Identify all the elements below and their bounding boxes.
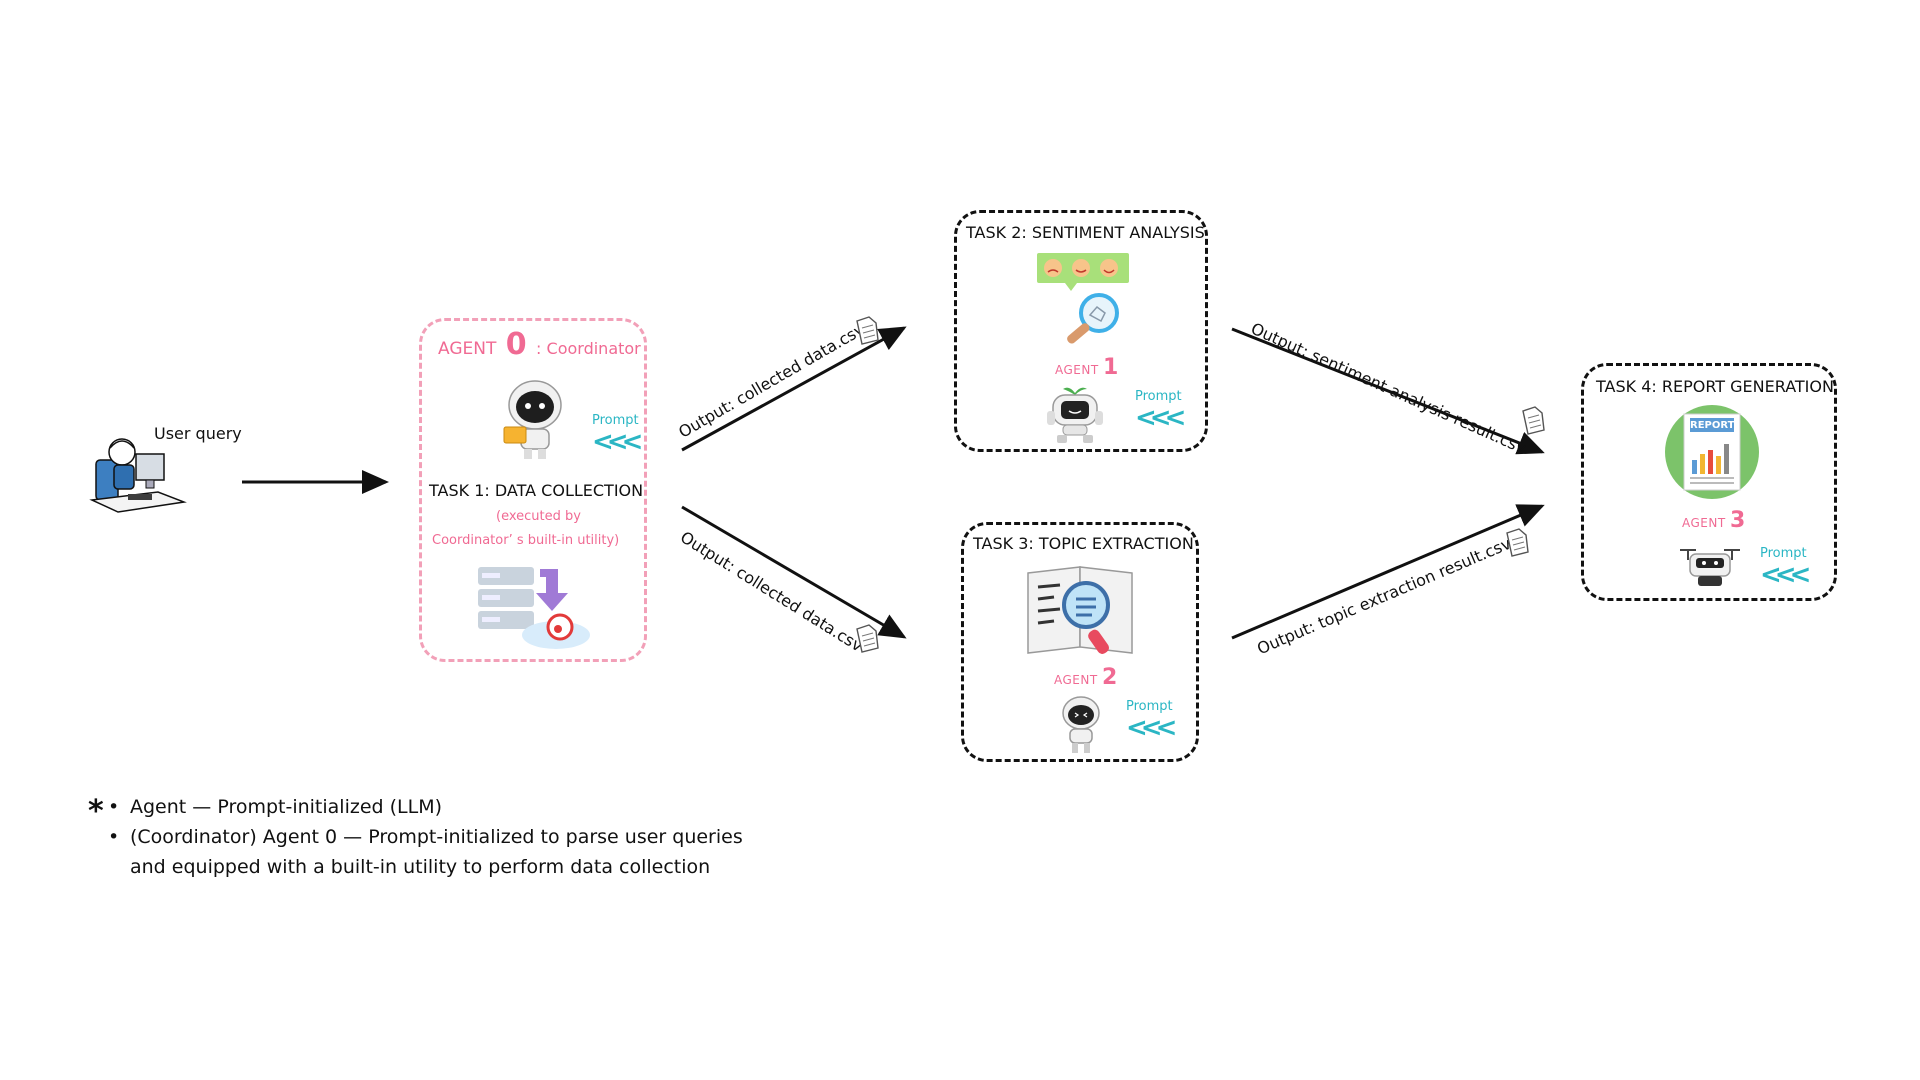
task3-agent-number: 2 [1102,665,1118,690]
agent2-robot-icon [1062,696,1100,753]
task4-box: TASK 4: REPORT GENERATION REPORT AGENT 3… [1581,363,1837,601]
task4-prompt-chevrons: <<< [1760,560,1811,590]
coordinator-box: AGENT 0 : Coordinator Prompt <<< TASK 1:… [419,318,647,662]
coordinator-prompt-label: Prompt [592,413,639,428]
user-at-computer-icon [89,438,187,513]
report-badge: REPORT [1690,420,1735,431]
csv-file-icon [1506,528,1529,557]
topic-extraction-icon [1027,566,1133,654]
bullet: • [108,796,120,818]
legend-marker: * [88,794,104,829]
csv-file-icon [1522,406,1545,435]
task4-prompt-label: Prompt [1760,546,1807,561]
task2-agent-label: AGENT 1 [1055,355,1119,380]
arrow-task2-to-task4 [1231,327,1545,455]
report-icon: REPORT [1664,404,1760,500]
task3-agent-label: AGENT 2 [1054,665,1118,690]
arrow-task3-to-task4 [1231,504,1545,640]
coordinator-agent-label: AGENT 0 : Coordinator [438,327,641,362]
legend-item-coordinator: • (Coordinator) Agent 0 — Prompt-initial… [108,822,743,882]
task2-box: TASK 2: SENTIMENT ANALYSIS AGENT 1 Promp… [954,210,1208,452]
coordinator-robot-icon [503,380,562,459]
task3-prompt-chevrons: <<< [1126,713,1177,743]
coordinator-note-line2: Coordinator’ s built-in utility) [432,533,620,548]
legend: • Agent — Prompt-initialized (LLM) • (Co… [108,792,743,882]
legend-item-agent: • Agent — Prompt-initialized (LLM) [108,792,743,822]
agent1-robot-icon [1047,387,1103,443]
agent3-drone-robot-icon [1680,549,1740,586]
task3-prompt-label: Prompt [1126,699,1173,714]
coordinator-prompt-chevrons: <<< [592,427,643,457]
user-figure [88,430,188,520]
sentiment-analysis-icon [1037,253,1129,344]
coordinator-agent-number: 0 [505,327,527,362]
data-collection-icon [478,567,590,649]
csv-file-icon [856,316,879,345]
bullet: • [108,826,120,848]
task1-title: TASK 1: DATA COLLECTION [429,481,644,500]
user-query-label: User query [154,424,242,443]
csv-file-icon [856,624,879,653]
task2-prompt-chevrons: <<< [1135,403,1186,433]
report-chart-icon [1665,405,1759,499]
task4-agent-number: 3 [1730,508,1746,533]
task3-title: TASK 3: TOPIC EXTRACTION [973,534,1194,553]
arrow-coordinator-to-task2 [681,326,907,452]
task4-title: TASK 4: REPORT GENERATION [1596,377,1834,396]
coordinator-note-line1: (executed by [496,509,581,524]
task3-box: TASK 3: TOPIC EXTRACTION AGENT 2 Prompt … [961,522,1199,762]
task2-agent-number: 1 [1103,355,1119,380]
arrow-coordinator-to-task3 [681,505,907,639]
task4-agent-label: AGENT 3 [1682,508,1746,533]
task2-title: TASK 2: SENTIMENT ANALYSIS [966,223,1205,242]
task2-prompt-label: Prompt [1135,389,1182,404]
